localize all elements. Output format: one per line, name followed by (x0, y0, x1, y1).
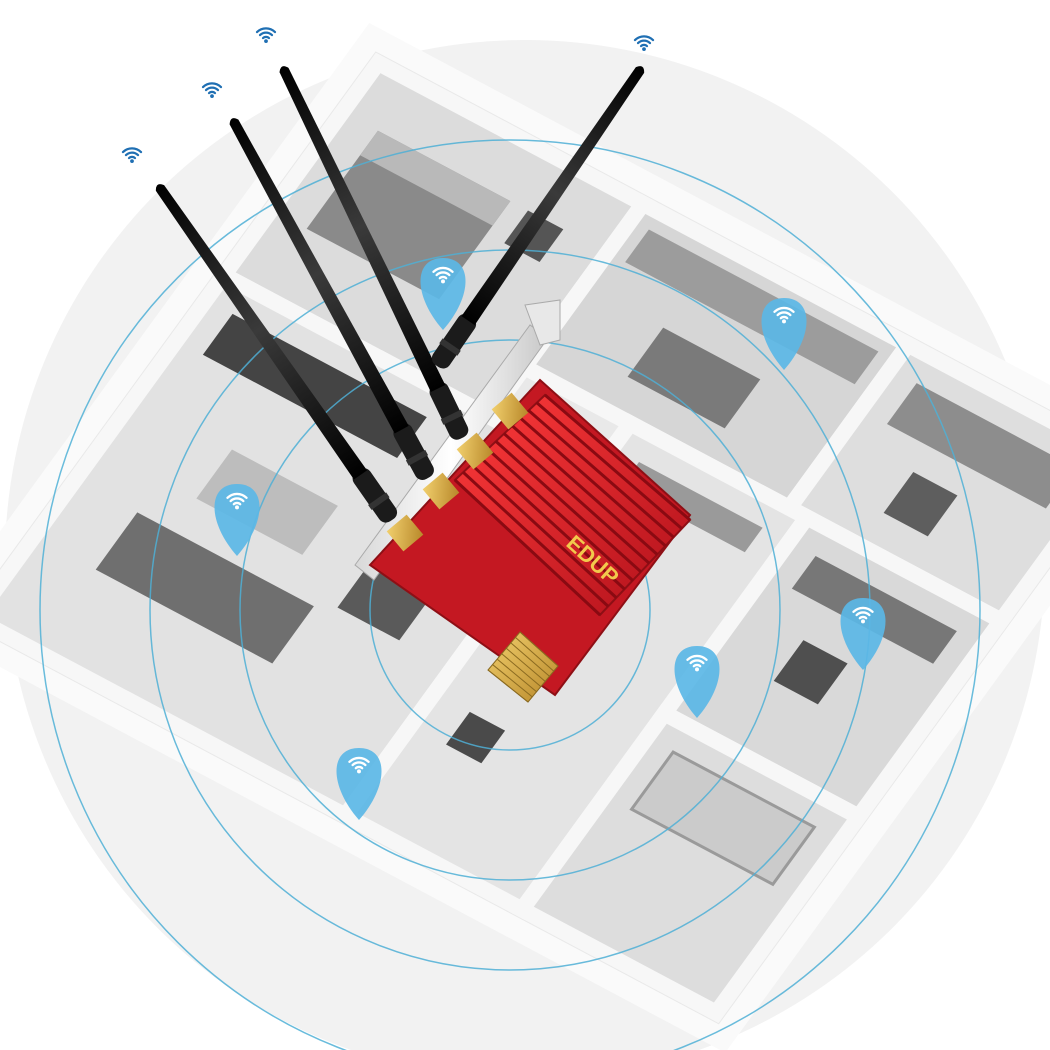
office-chair (773, 640, 848, 705)
signal-ring (39, 139, 981, 1050)
gold-finger (505, 647, 546, 682)
outer-wall (0, 23, 1050, 1050)
tv-unit (202, 313, 427, 459)
desk-chair (883, 471, 958, 537)
gold-finger (510, 642, 550, 677)
gold-finger (501, 653, 542, 687)
wifi-pin (761, 298, 807, 370)
antenna (155, 184, 398, 523)
wifi-icon (348, 756, 370, 774)
wifi-pin (840, 598, 886, 670)
kitchen-table (627, 327, 761, 429)
heatsink-fin (519, 417, 667, 548)
heatsink-fin (462, 471, 610, 608)
plant (446, 711, 506, 764)
heatsink-fin (511, 424, 659, 556)
wifi-icon (686, 654, 708, 672)
room-bath (510, 703, 871, 1024)
heatsink-fin (478, 455, 626, 591)
wifi-icon (226, 492, 248, 510)
heatsink-fin (453, 478, 602, 617)
sma-connector (422, 472, 460, 510)
gold-finger (496, 658, 537, 693)
bracket-tab (524, 299, 561, 346)
pcie-card: EDUP (354, 299, 692, 703)
kitchen-counter (625, 229, 879, 385)
bed-pillows (360, 130, 511, 226)
antennas (155, 66, 645, 523)
wifi-icon (255, 27, 277, 43)
heatsink-fin (470, 463, 618, 599)
desk (886, 383, 1050, 509)
wifi-icon (852, 606, 874, 624)
wifi-pin (420, 258, 466, 330)
sma-connector (456, 432, 494, 470)
bathtub (629, 750, 817, 887)
wifi-icon (773, 306, 795, 324)
wifi-pin (336, 748, 382, 820)
gold-finger (492, 664, 533, 698)
wifi-icon (121, 147, 143, 163)
wifi-pin (214, 484, 260, 556)
wifi-pins (214, 258, 886, 820)
heatsink-fin (527, 409, 675, 539)
heatsink-fin (503, 432, 651, 565)
antenna (229, 118, 434, 480)
bed (306, 130, 511, 300)
wifi-icon (633, 35, 655, 51)
antenna (279, 66, 469, 440)
antenna-signals (121, 27, 655, 163)
sofa (95, 512, 314, 664)
sma-connector (491, 392, 529, 430)
antenna (431, 66, 645, 369)
heatsink-fin (544, 393, 691, 522)
signal-ring (239, 339, 781, 881)
wifi-pin (674, 646, 720, 718)
gold-finger (487, 669, 529, 703)
gold-finger (519, 631, 559, 667)
sma-connectors (386, 392, 529, 552)
sma-connector (386, 514, 424, 552)
heatsink-fin (494, 440, 642, 573)
wifi-icon (201, 82, 223, 98)
coffee-table (196, 449, 338, 555)
heatsink-fin (486, 447, 634, 582)
gold-finger (515, 637, 555, 672)
wifi-icon (432, 266, 454, 284)
heatsink-fin (535, 401, 683, 530)
